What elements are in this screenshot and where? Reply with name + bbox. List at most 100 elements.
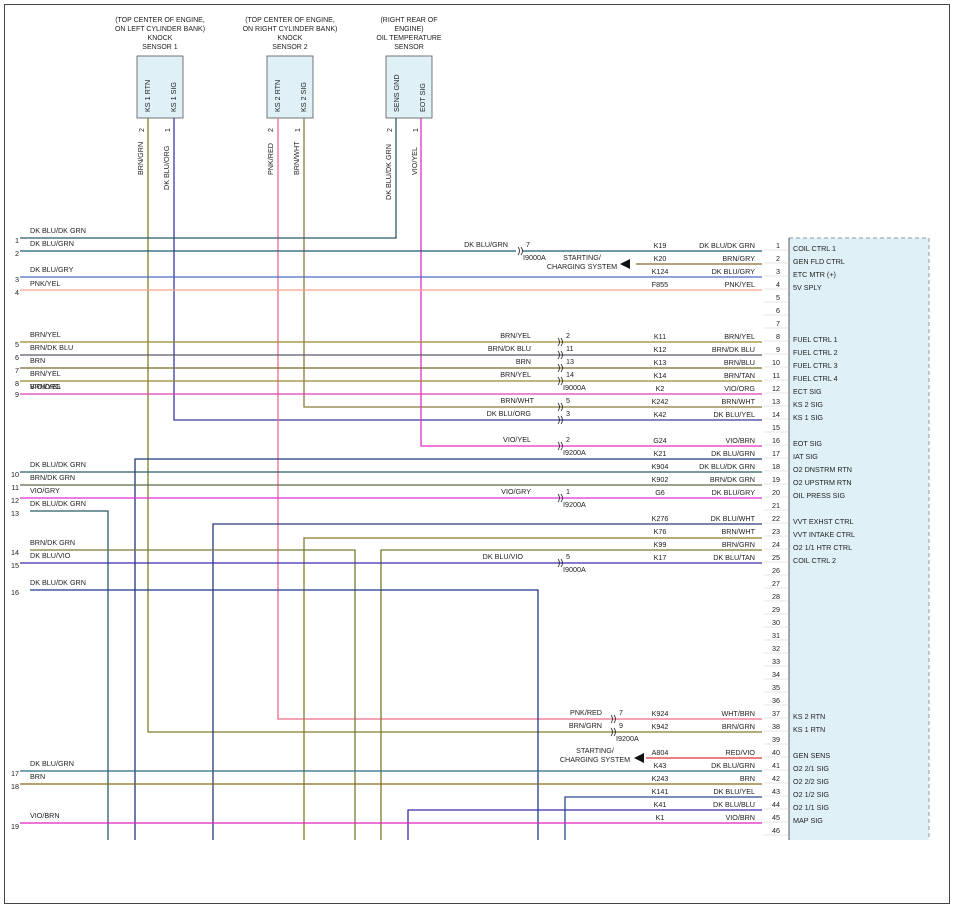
wire-number: 2 bbox=[15, 249, 19, 258]
pcm-pin-number: 33 bbox=[772, 657, 780, 666]
sensor1-caption-1: (TOP CENTER OF ENGINE, bbox=[115, 17, 205, 24]
ks2-rtn-pin: 2 bbox=[268, 128, 275, 132]
wire-color-label: BRN bbox=[30, 772, 45, 781]
pcm-pin-function: O2 1/2 SIG bbox=[793, 790, 829, 799]
pcm-pin-function: FUEL CTRL 2 bbox=[793, 348, 838, 357]
inline-connector-id: I9200A bbox=[563, 448, 586, 457]
pcm-pin-number: 32 bbox=[772, 644, 780, 653]
pcm-pin-number: 28 bbox=[772, 592, 780, 601]
wire-color-label: PNK/YEL bbox=[30, 279, 60, 288]
inline-pin-number: 2 bbox=[566, 331, 570, 340]
inline-pin-number: 14 bbox=[566, 370, 574, 379]
knock-sensor-2 bbox=[266, 55, 314, 119]
pcm-pin-number: 9 bbox=[776, 345, 780, 354]
pcm-pin-function: COIL CTRL 1 bbox=[793, 244, 836, 253]
pcm-pin-function: KS 1 RTN bbox=[793, 725, 825, 734]
eot-wire-label: VIO/YEL bbox=[410, 147, 419, 175]
ks2-sig-wire bbox=[303, 118, 762, 408]
sensor2-caption-2: ON RIGHT CYLINDER BANK) bbox=[243, 26, 338, 33]
pcm-pin-number: 43 bbox=[772, 787, 780, 796]
inline-connector-id: I9200A bbox=[563, 500, 586, 509]
wire-number: 3 bbox=[15, 275, 19, 284]
pcm-pin-number: 13 bbox=[772, 397, 780, 406]
pcm-wire-color: BRN/DK GRN bbox=[710, 475, 755, 484]
sensor2-caption-4: SENSOR 2 bbox=[272, 44, 308, 51]
ks1-sig-wire bbox=[173, 118, 762, 421]
pcm-pin-number: 10 bbox=[772, 358, 780, 367]
wire-number: 16 bbox=[11, 588, 19, 597]
pcm-pin-number: 3 bbox=[776, 267, 780, 276]
wire-number: 12 bbox=[11, 496, 19, 505]
sensor3-caption-4: SENSOR bbox=[394, 44, 424, 51]
pcm-circuit-id: K11 bbox=[654, 332, 666, 341]
pcm-pin-number: 39 bbox=[772, 735, 780, 744]
inline-connector-icon bbox=[557, 350, 563, 360]
pcm-pin-number: 14 bbox=[772, 410, 780, 419]
pcm-pin-number: 37 bbox=[772, 709, 780, 718]
pcm-wire-color: BRN/TAN bbox=[724, 371, 755, 380]
pcm-pin-number: 44 bbox=[772, 800, 780, 809]
inline-wire-label: VIO/YEL bbox=[503, 435, 531, 444]
inline-connector-icon bbox=[557, 558, 563, 568]
inline-wire-label: BRN/WHT bbox=[500, 396, 534, 405]
pcm-pin-function: ETC MTR (+) bbox=[793, 270, 836, 279]
inline-wire-label: DK BLU/VIO bbox=[483, 552, 524, 561]
pcm-pin-number: 16 bbox=[772, 436, 780, 445]
eot-sig-label: EOT SIG bbox=[418, 83, 427, 112]
wire-number: 8 bbox=[15, 379, 19, 388]
inline-wire-label: DK BLU/ORG bbox=[487, 409, 532, 418]
ks1-sig-pin: 1 bbox=[165, 128, 172, 132]
inline-connector-icon bbox=[557, 337, 563, 347]
pcm-wire-color: DK BLU/GRN bbox=[711, 761, 755, 770]
pcm-circuit-id: K904 bbox=[652, 462, 669, 471]
pcm-pin-number: 23 bbox=[772, 527, 780, 536]
pcm-pin-number: 45 bbox=[772, 813, 780, 822]
inline-connector-id: I9200A bbox=[616, 734, 639, 743]
wire-color-label: DK BLU/DK GRN bbox=[30, 578, 86, 587]
wire-color-label: DK BLU/GRN bbox=[30, 759, 74, 768]
pcm-pin-function: GEN FLD CTRL bbox=[793, 257, 845, 266]
pcm-pin-number: 6 bbox=[776, 306, 780, 315]
ks1-sig-wire-label: DK BLU/ORG bbox=[162, 145, 171, 190]
pcm-circuit-id: K43 bbox=[654, 761, 667, 770]
pcm-pin-function: O2 DNSTRM RTN bbox=[793, 465, 852, 474]
eot-wire bbox=[420, 118, 762, 447]
ks2-sig-pin: 1 bbox=[295, 128, 302, 132]
knock-sensor-1 bbox=[136, 55, 184, 119]
wire-number: 5 bbox=[15, 340, 19, 349]
pcm-connector bbox=[788, 237, 930, 840]
o2-12-wire bbox=[564, 796, 762, 840]
wire-number: 6 bbox=[15, 353, 19, 362]
pcm-circuit-id: K12 bbox=[654, 345, 667, 354]
starting-charging-1b: CHARGING SYSTEM bbox=[547, 262, 617, 271]
pcm-pin-function: O2 1/1 HTR CTRL bbox=[793, 543, 852, 552]
pcm-pin-number: 35 bbox=[772, 683, 780, 692]
starting-charging-1a: STARTING/ bbox=[563, 253, 601, 262]
wire-color-label: BRN/YEL bbox=[30, 330, 61, 339]
pcm-pin-number: 38 bbox=[772, 722, 780, 731]
pcm-pin-function: EOT SIG bbox=[793, 439, 822, 448]
pcm-pin-function: GEN SENS bbox=[793, 751, 830, 760]
inline-wire-label: BRN bbox=[516, 357, 531, 366]
pcm-wire-color: PNK/YEL bbox=[725, 280, 755, 289]
wire-number: 17 bbox=[11, 769, 19, 778]
pcm-pin-number: 31 bbox=[772, 631, 780, 640]
wire-number: 9 bbox=[15, 390, 19, 399]
vvt-intake-wire bbox=[303, 537, 762, 840]
wire-14 bbox=[30, 549, 356, 840]
gen-fld-arrow-icon bbox=[620, 259, 630, 269]
pcm-pin-function: FUEL CTRL 1 bbox=[793, 335, 838, 344]
pcm-pin-function: KS 1 SIG bbox=[793, 413, 823, 422]
wire-number: 4 bbox=[15, 288, 19, 297]
inline-wire-label: BRN/DK BLU bbox=[488, 344, 531, 353]
pcm-pin-number: 12 bbox=[772, 384, 780, 393]
wire-number: 18 bbox=[11, 782, 19, 791]
sens-gnd-pin: 2 bbox=[387, 128, 394, 132]
sensor2-caption-1: (TOP CENTER OF ENGINE, bbox=[245, 17, 335, 24]
wire-13 bbox=[30, 510, 109, 840]
pcm-pin-number: 36 bbox=[772, 696, 780, 705]
inline-wire-label: BRN/GRN bbox=[569, 721, 602, 730]
inline-pin-number: 9 bbox=[619, 721, 623, 730]
sens-gnd-wire-label: DK BLU/DK GRN bbox=[384, 144, 393, 200]
wire-color-label: BRN/YEL bbox=[30, 369, 61, 378]
